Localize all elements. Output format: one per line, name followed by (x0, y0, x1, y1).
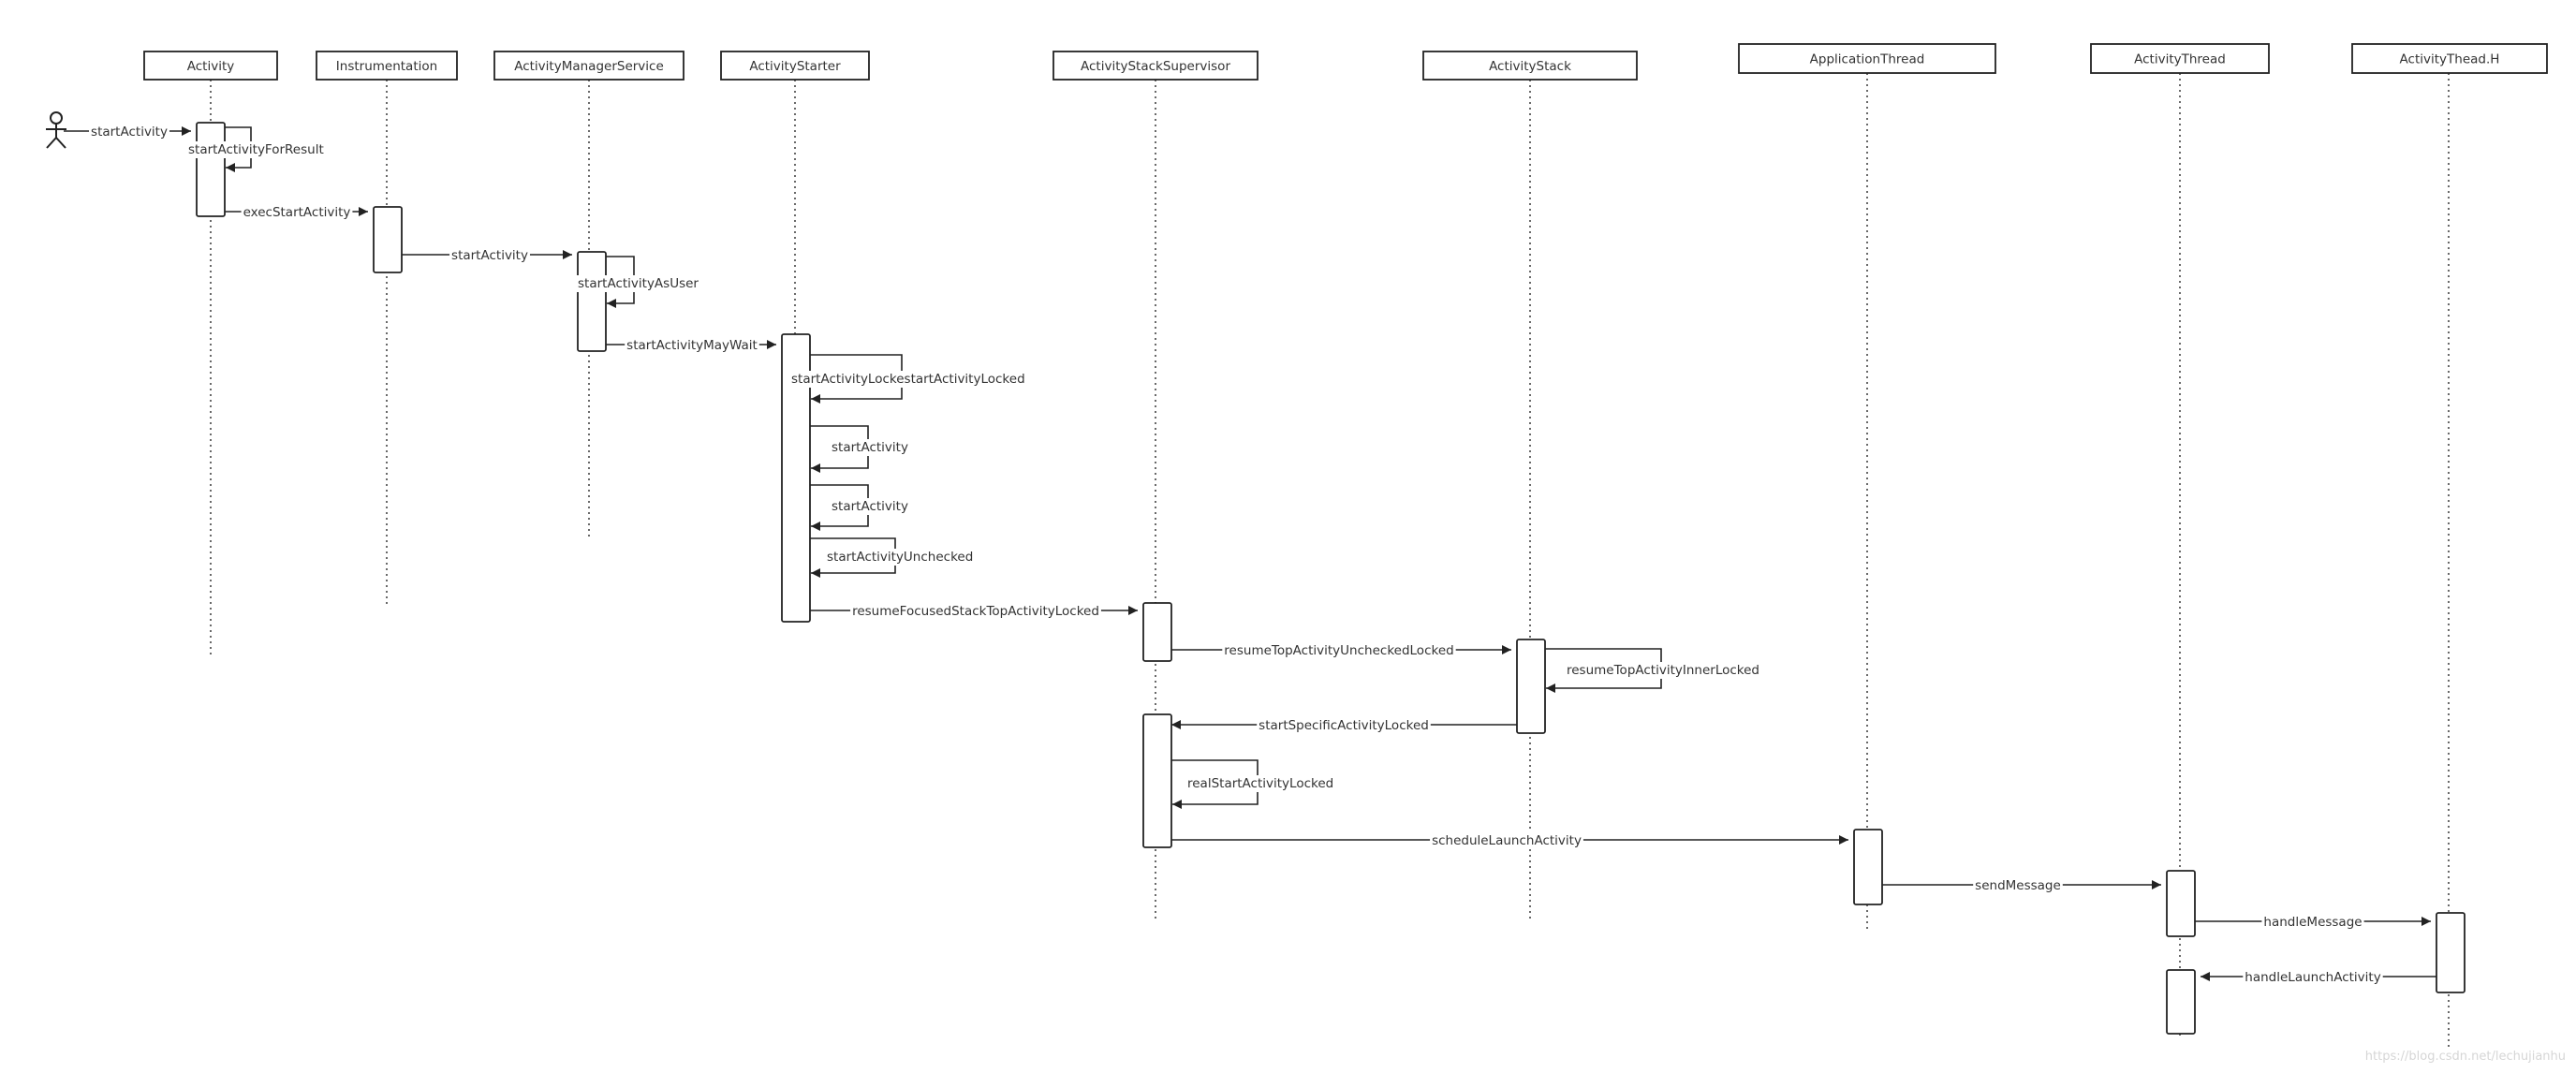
appthread-header-box (1738, 43, 1996, 74)
ams-header-box (493, 51, 684, 81)
actthread-header-label: ActivityThread (2134, 52, 2226, 67)
appthread-activation-1 (1853, 829, 1883, 905)
actor-head (50, 111, 63, 125)
m9-label-bg (830, 498, 910, 515)
m1-label-bg (89, 124, 169, 140)
m11-label-bg (850, 603, 1101, 620)
m10-label-bg (825, 549, 976, 566)
m2-label-bg (186, 141, 326, 158)
m7-label-bg (789, 371, 1027, 388)
m8-label: startActivity (832, 440, 908, 455)
m4-label: startActivity (451, 248, 528, 263)
m19-label-bg (2243, 969, 2383, 986)
actthread-header-box (2090, 43, 2270, 74)
m4-label-bg (449, 247, 530, 264)
starter-activation-1 (781, 333, 811, 623)
m14-label-bg (1257, 717, 1431, 734)
handler-header-label: ActivityThead.H (2400, 52, 2500, 67)
supervisor-activation-1 (1142, 602, 1172, 662)
handler-activation-1 (2436, 912, 2466, 993)
instrumentation-activation-1 (373, 206, 403, 273)
m1-label: startActivity (91, 125, 168, 140)
instrumentation-header-box (316, 51, 458, 81)
m5-label: startActivityAsUser (578, 276, 699, 291)
m5-label-bg (576, 275, 701, 292)
m16-label-bg (1430, 832, 1583, 849)
actor-left-leg (46, 137, 57, 149)
m6-label-bg (625, 337, 759, 354)
m17-label: sendMessage (1975, 878, 2061, 893)
actthread-activation-2 (2166, 969, 2196, 1035)
handler-header-box (2351, 43, 2548, 74)
activity-activation-1 (196, 122, 226, 217)
m9-label: startActivity (832, 499, 908, 514)
activity-header-label: Activity (187, 59, 235, 74)
m16-label: scheduleLaunchActivity (1432, 833, 1582, 848)
appthread-header-label: ApplicationThread (1810, 52, 1925, 67)
m18-label-bg (2261, 914, 2364, 931)
m13-label: resumeTopActivityInnerLocked (1567, 663, 1759, 678)
m7-label: startActivityLockestartActivityLocked (791, 372, 1025, 387)
lifelines: Activity Instrumentation ActivityManagerSe… (143, 43, 2548, 1047)
m11-label: resumeFocusedStackTopActivityLocked (852, 604, 1099, 619)
supervisor-activation-2 (1142, 713, 1172, 848)
m2-label: startActivityForResult (188, 142, 324, 157)
m6-label: startActivityMayWait (626, 338, 758, 353)
user-actor (46, 111, 66, 149)
activation-bars (196, 122, 2466, 1035)
supervisor-header-label: ActivityStackSupervisor (1081, 59, 1230, 74)
m12-label: resumeTopActivityUncheckedLocked (1224, 643, 1453, 658)
stack-header-label: ActivityStack (1489, 59, 1571, 74)
instrumentation-header-label: Instrumentation (336, 59, 437, 74)
m19-label: handleLaunchActivity (2245, 970, 2380, 985)
starter-header-label: ActivityStarter (749, 59, 841, 74)
activity-header-box (143, 51, 278, 81)
ams-header-label: ActivityManagerService (514, 59, 664, 74)
stack-header-box (1422, 51, 1638, 81)
actor-right-leg (55, 137, 66, 149)
messages: startActivity startActivityForResult execS… (64, 124, 2436, 986)
m17-label-bg (1973, 877, 2063, 894)
ams-activation-1 (577, 251, 607, 352)
stack-activation-1 (1516, 639, 1546, 734)
m8-label-bg (830, 439, 910, 456)
m3-label-bg (241, 204, 353, 221)
supervisor-header-box (1052, 51, 1259, 81)
m3-label: execStartActivity (243, 205, 351, 220)
m18-label: handleMessage (2263, 915, 2362, 930)
m10-label: startActivityUnchecked (827, 550, 973, 565)
m12-label-bg (1222, 642, 1456, 659)
m15-label: realStartActivityLocked (1187, 776, 1333, 791)
watermark: https://blog.csdn.net/lechujianhu (2365, 1050, 2566, 1064)
m14-label: startSpecificActivityLocked (1259, 718, 1429, 733)
m15-label-bg (1185, 775, 1336, 792)
starter-header-box (720, 51, 870, 81)
m13-label-bg (1565, 662, 1762, 679)
actthread-activation-1 (2166, 870, 2196, 937)
